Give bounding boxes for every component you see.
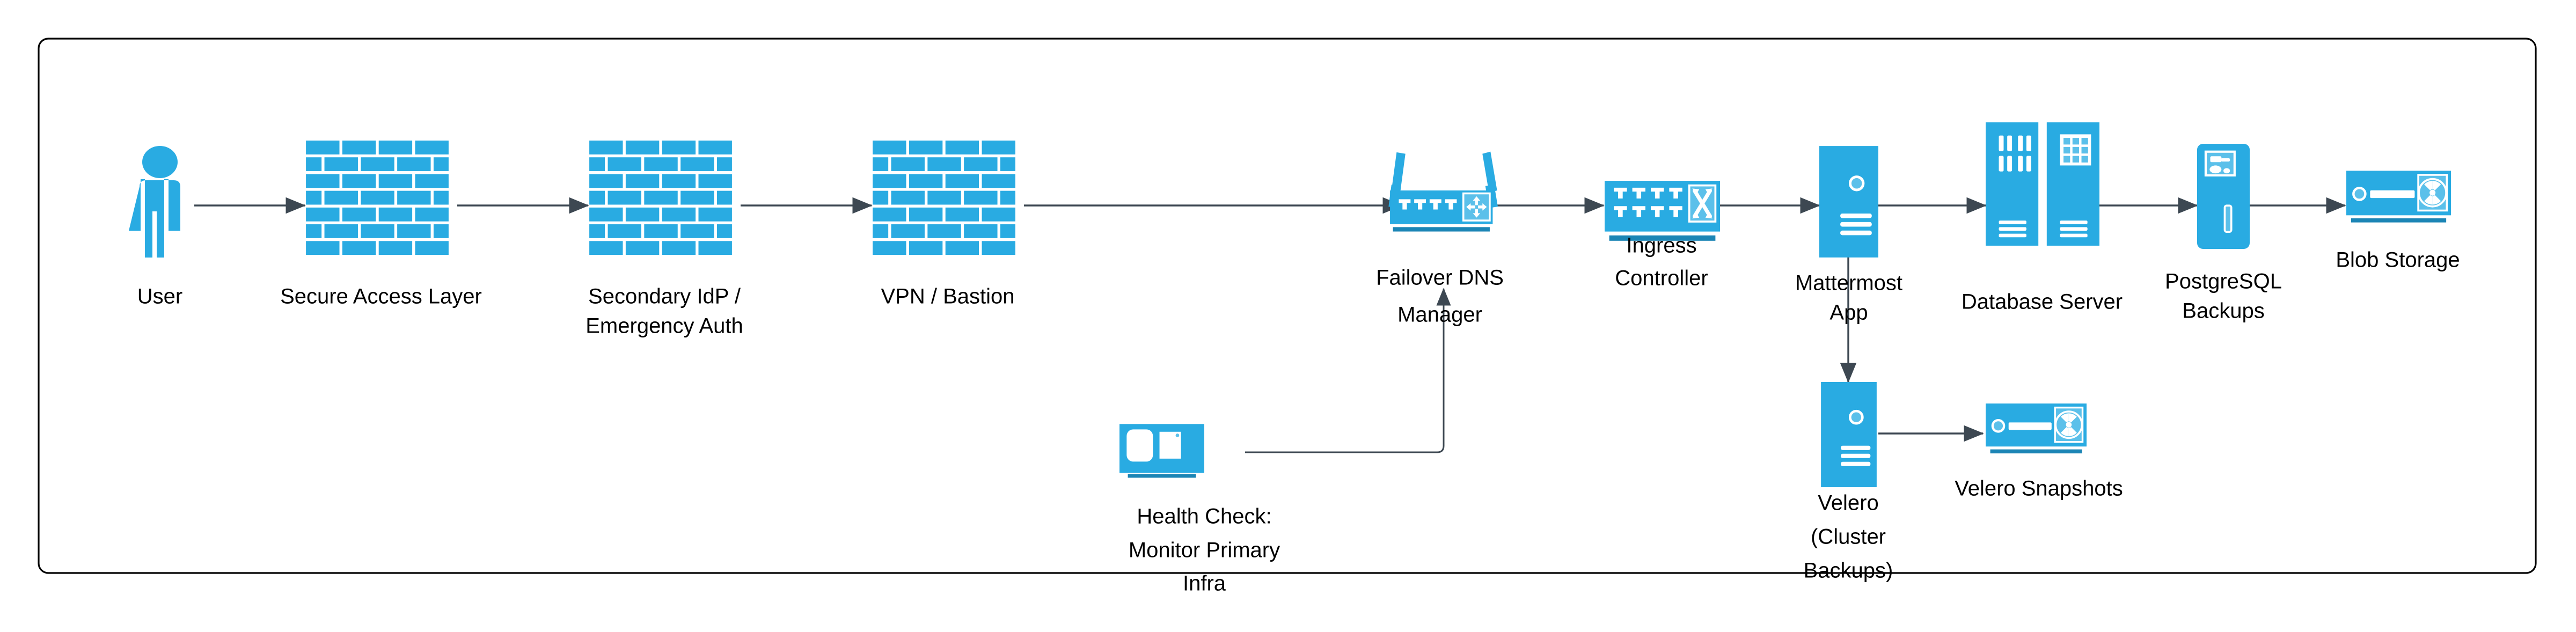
- edge-layer: [194, 197, 2346, 453]
- node-velero-snapshots[interactable]: [1986, 403, 2087, 453]
- node-ingress-controller[interactable]: [1605, 181, 1720, 241]
- node-vpn-bastion[interactable]: [873, 141, 1015, 255]
- monitor-screen-icon: [1119, 424, 1204, 478]
- blob-storage-icon: [2346, 171, 2451, 222]
- label-health-check-line3: Infra: [1183, 572, 1226, 596]
- firewall-brickwall-icon: [589, 141, 732, 255]
- firewall-brickwall-icon: [306, 141, 449, 255]
- label-blob-storage: Blob Storage: [2336, 248, 2460, 272]
- label-ingress-controller-line1: Ingress: [1626, 234, 1696, 258]
- label-failover-dns-line2: Manager: [1397, 303, 1482, 327]
- label-velero-line1: Velero: [1818, 491, 1878, 515]
- node-health-check[interactable]: [1119, 424, 1204, 478]
- node-secondary-idp[interactable]: [589, 141, 732, 255]
- boundary-box: [38, 38, 2537, 574]
- edge-health-check-to-failover-dns: [1245, 288, 1451, 453]
- label-layer: User Secure Access Layer Secondary IdP /…: [137, 234, 2460, 596]
- node-secure-access-layer[interactable]: [306, 141, 449, 255]
- node-failover-dns-manager[interactable]: [1387, 150, 1499, 233]
- user-person-icon: [129, 146, 180, 258]
- label-velero-snapshots: Velero Snapshots: [1955, 477, 2123, 501]
- server-tower-icon: [1821, 382, 1877, 487]
- label-mattermost-line2: App: [1829, 301, 1868, 325]
- database-rack-icon: [1986, 122, 2099, 246]
- node-blob-storage[interactable]: [2346, 171, 2451, 222]
- label-velero-line2: (Cluster: [1811, 525, 1886, 549]
- label-database-server: Database Server: [1962, 290, 2123, 314]
- label-user: User: [137, 285, 182, 308]
- label-failover-dns-line1: Failover DNS: [1376, 266, 1504, 290]
- label-health-check-line2: Monitor Primary: [1129, 539, 1280, 562]
- node-velero[interactable]: [1821, 382, 1877, 487]
- node-postgresql-backups[interactable]: [2197, 144, 2250, 249]
- wireless-router-icon: [1387, 150, 1499, 233]
- label-postgresql-backups-line1: PostgreSQL: [2165, 270, 2282, 293]
- node-database-server[interactable]: [1986, 122, 2099, 246]
- blob-storage-icon: [1986, 403, 2087, 453]
- backup-tower-icon: [2197, 144, 2250, 249]
- node-user[interactable]: [129, 146, 180, 261]
- label-secondary-idp-line1: Secondary IdP /: [588, 285, 741, 308]
- firewall-brickwall-icon: [873, 141, 1015, 255]
- server-tower-icon: [1819, 146, 1878, 258]
- label-vpn-bastion: VPN / Bastion: [881, 285, 1014, 308]
- label-mattermost-line1: Mattermost: [1795, 271, 1902, 295]
- label-secondary-idp-line2: Emergency Auth: [586, 314, 743, 338]
- network-switch-icon: [1605, 181, 1720, 241]
- label-velero-line3: Backups): [1804, 559, 1893, 583]
- node-mattermost-app[interactable]: [1819, 146, 1878, 258]
- label-ingress-controller-line2: Controller: [1615, 267, 1708, 290]
- label-health-check-line1: Health Check:: [1137, 505, 1271, 528]
- label-secure-access-layer: Secure Access Layer: [280, 285, 482, 308]
- label-postgresql-backups-line2: Backups: [2182, 299, 2264, 323]
